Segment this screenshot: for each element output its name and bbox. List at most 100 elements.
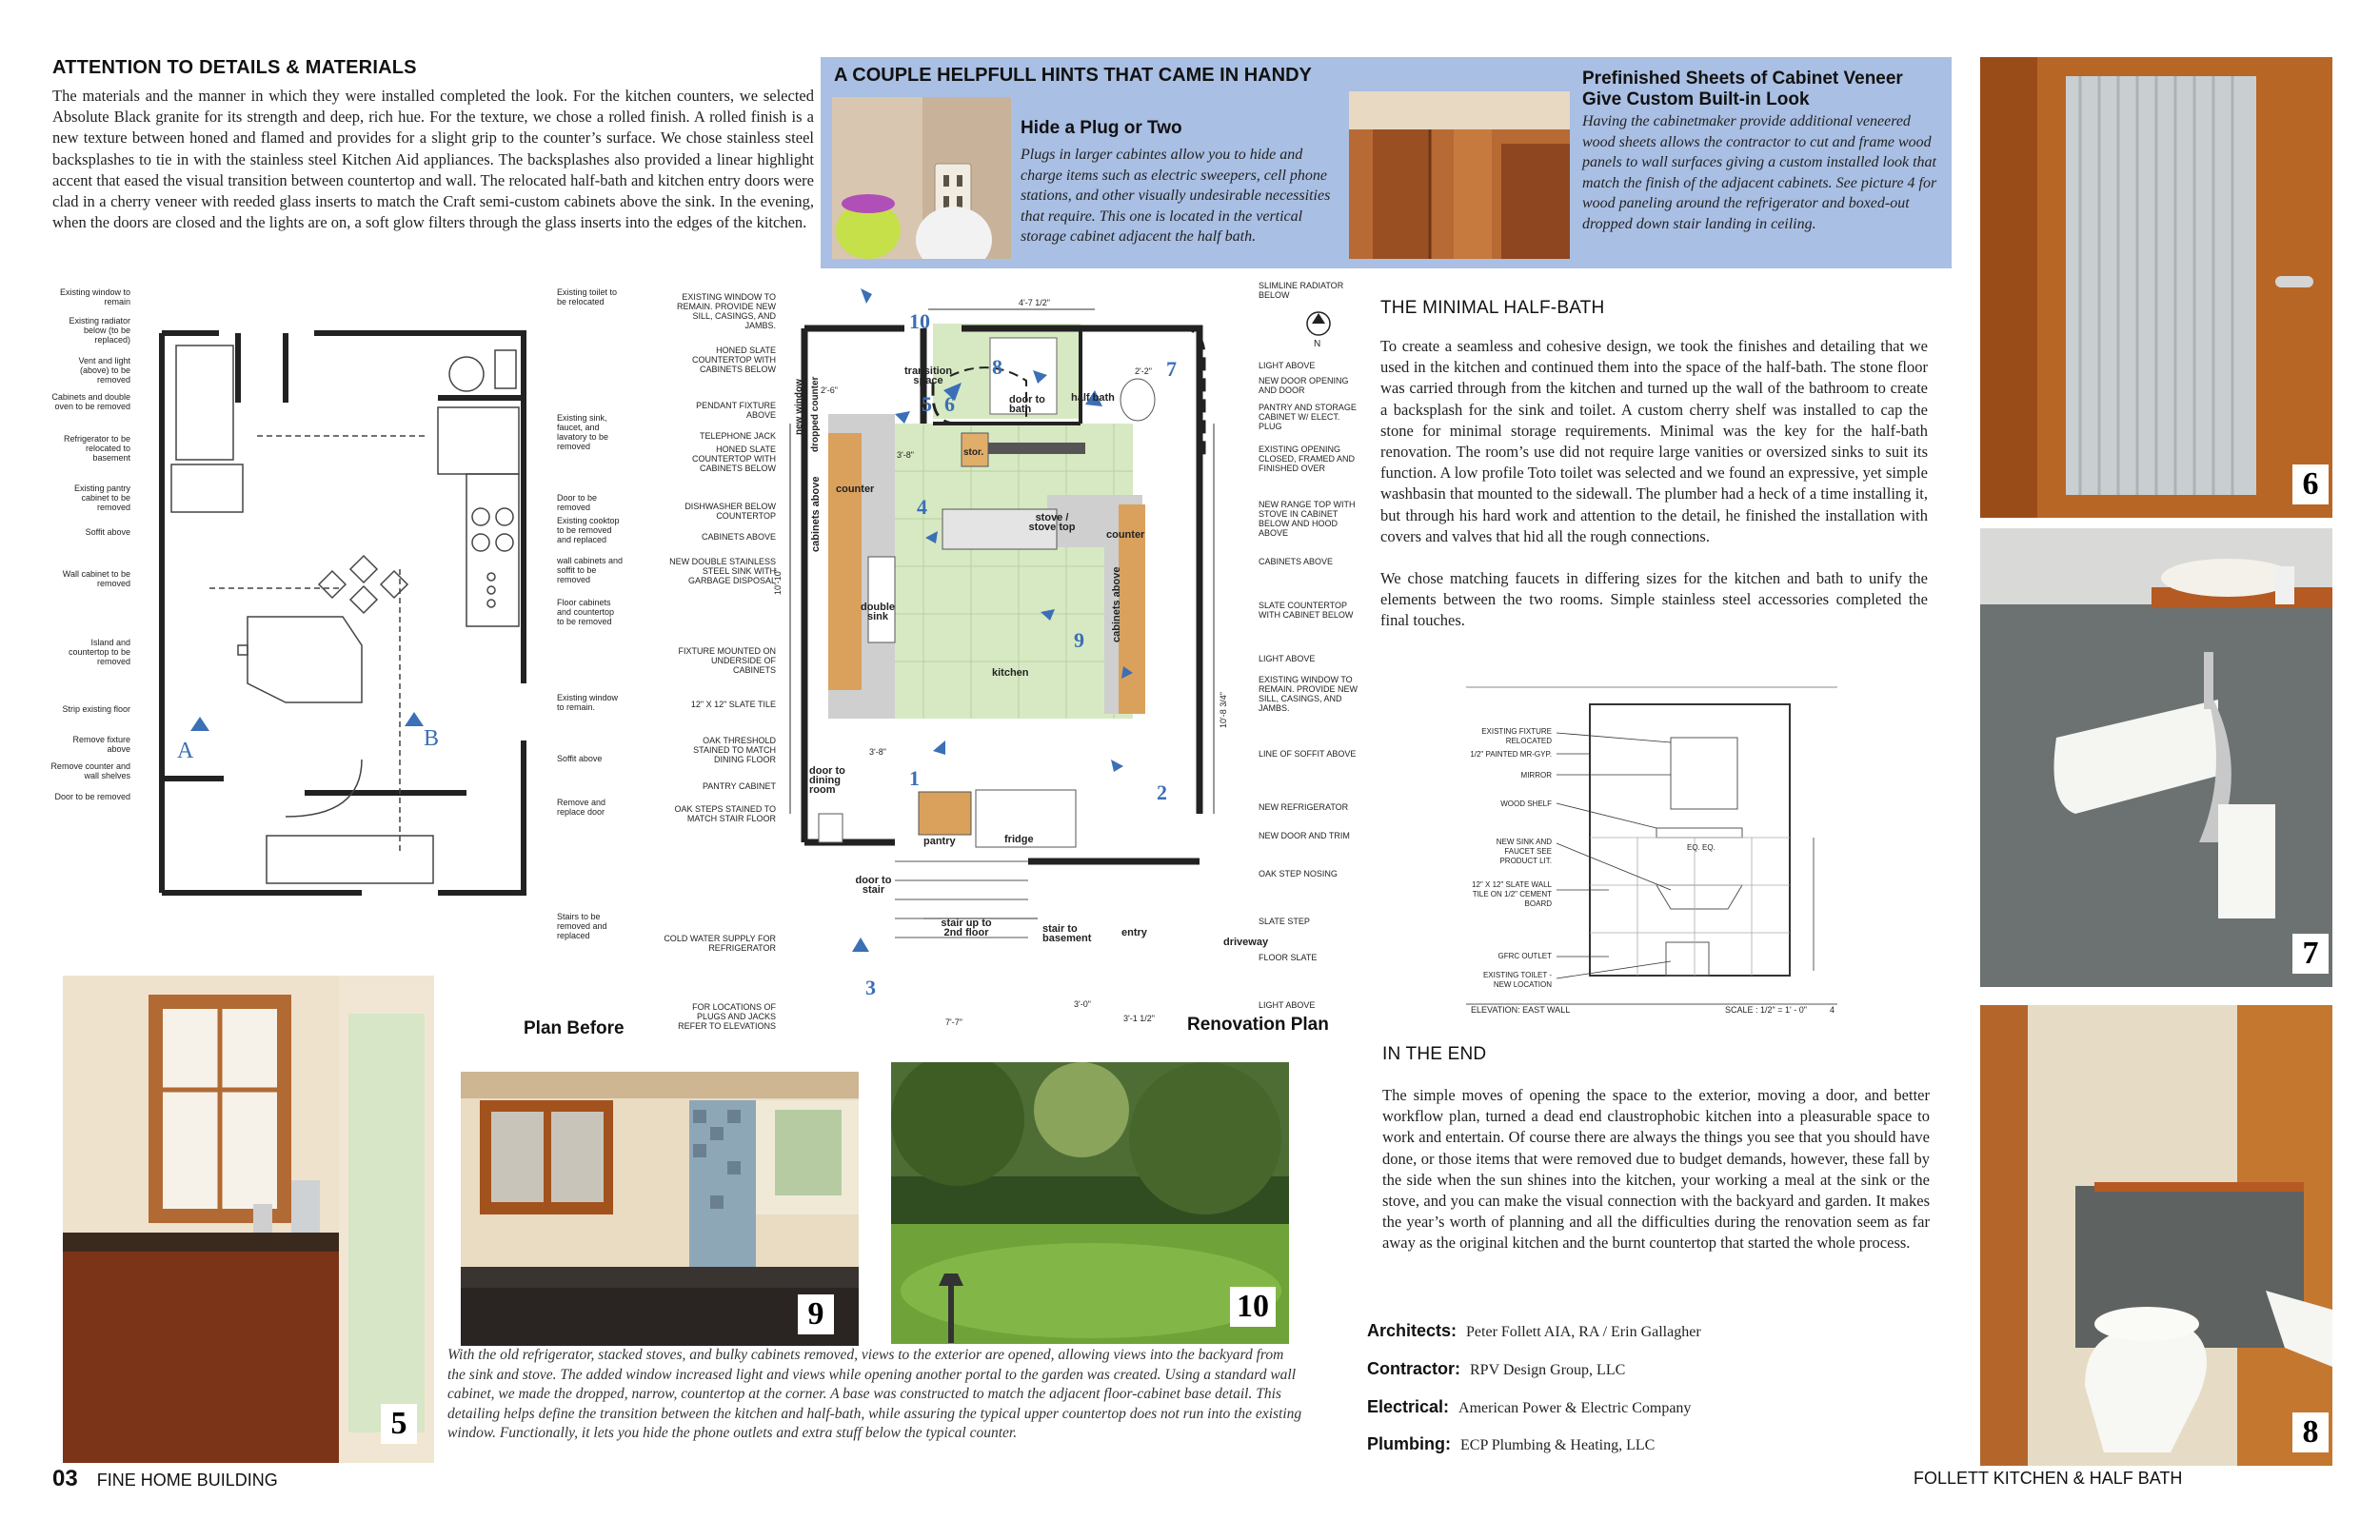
pb-right-8: Remove and replace door <box>557 798 606 817</box>
plan-before-marker-a: A <box>177 739 194 763</box>
room-pantry: pantry <box>923 836 956 847</box>
veneer-heading-1: Prefinished Sheets of Cabinet Veneer <box>1582 69 1903 89</box>
photo-6-number: 6 <box>2292 464 2329 504</box>
photo-6-image <box>1980 57 2332 518</box>
room-transition-space: transition space <box>904 365 953 386</box>
photo-5: 5 <box>63 976 434 1463</box>
view-number-4: 4 <box>917 495 927 519</box>
credit-value-electrical: American Power & Electric Company <box>1458 1400 1692 1416</box>
elev-eq: EQ. EQ. <box>1687 843 1716 852</box>
dim-0: 4'-7 1/2" <box>1019 298 1050 307</box>
plan-before-marker-b: B <box>424 726 440 751</box>
view-number-3: 3 <box>865 976 876 999</box>
elev-label-5: 12" X 12" SLATE WALL TILE ON 1/2" CEMENT… <box>1472 880 1552 908</box>
half-bath-heading: THE MINIMAL HALF-BATH <box>1380 298 1605 318</box>
photo-7-image <box>1980 528 2332 987</box>
view-number-1: 1 <box>909 766 920 790</box>
rp-right-0: SLIMLINE RADIATOR BELOW <box>1259 281 1344 300</box>
dim-9: 3'-0" <box>1074 999 1091 1009</box>
room-door-to-dining: door to dining room <box>809 765 845 796</box>
room-double-sink: double sink <box>860 602 896 622</box>
rp-right-6: CABINETS ABOVE <box>1259 557 1334 566</box>
elev-label-1: 1/2" PAINTED MR-GYP. <box>1470 750 1552 759</box>
room-counter-right: counter <box>1106 529 1145 541</box>
credit-label-contractor: Contractor: <box>1367 1359 1460 1378</box>
rp-left-8: FIXTURE MOUNTED ON UNDERSIDE OF CABINETS <box>678 646 777 675</box>
photo-8: 8 <box>1980 1005 2332 1466</box>
hints-title: A COUPLE HELPFULL HINTS THAT CAME IN HAN… <box>834 65 1312 86</box>
elev-label-7: EXISTING TOILET - NEW LOCATION <box>1482 971 1552 989</box>
footer-project: FOLLETT KITCHEN & HALF BATH <box>1914 1469 2183 1488</box>
elevation-drawing: EXISTING FIXTURE RELOCATED 1/2" PAINTED … <box>1466 685 1847 1015</box>
plan-before-title: Plan Before <box>524 1018 625 1038</box>
photo-10-image <box>891 1062 1289 1344</box>
photo-9-image <box>461 1072 859 1346</box>
dim-3: 3'-8" <box>869 747 886 757</box>
credit-electrical: Electrical: American Power & Electric Co… <box>1367 1397 1691 1417</box>
veneer-photo-image <box>1349 91 1570 259</box>
north-arrow-label: N <box>1314 339 1321 349</box>
view-number-2: 2 <box>1157 780 1167 804</box>
renovation-plan-drawing <box>789 288 1331 952</box>
credit-contractor: Contractor: RPV Design Group, LLC <box>1367 1359 1625 1379</box>
pb-left-11: Remove counter and wall shelves <box>50 761 130 780</box>
rp-right-15: FLOOR SLATE <box>1259 953 1318 962</box>
room-stove: stove / stove top <box>1028 512 1076 533</box>
pb-left-8: Island and countertop to be removed <box>68 638 130 666</box>
room-stair-basement: stair to basement <box>1042 923 1092 944</box>
rp-right-7: SLATE COUNTERTOP WITH CABINET BELOW <box>1259 601 1354 620</box>
pb-left-0: Existing window to remain <box>59 287 130 306</box>
plug-photo-image <box>832 97 1011 259</box>
in-the-end-body: The simple moves of opening the space to… <box>1382 1086 1930 1253</box>
credit-architects: Architects: Peter Follett AIA, RA / Erin… <box>1367 1321 1701 1341</box>
rp-right-14: SLATE STEP <box>1259 917 1310 926</box>
veneer-photo <box>1349 91 1570 259</box>
rp-left-12: OAK STEPS STAINED TO MATCH STAIR FLOOR <box>674 804 776 823</box>
room-dropped-counter: dropped counter <box>810 376 821 452</box>
view-number-6: 6 <box>944 392 955 416</box>
plug-text: Plugs in larger cabintes allow you to hi… <box>1021 147 1331 245</box>
dim-5: 10'-8 3/4" <box>1219 692 1228 728</box>
dim-8: 2'-6" <box>821 385 838 395</box>
photo-9: 9 <box>461 1072 859 1346</box>
view-number-8: 8 <box>992 355 1002 379</box>
dim-7: 3'-1 1/2" <box>1123 1014 1155 1023</box>
room-door-to-stair: door to stair <box>855 875 892 896</box>
plug-heading: Hide a Plug or Two <box>1021 118 1182 138</box>
pb-left-7: Wall cabinet to be removed <box>62 569 130 588</box>
view-number-7: 7 <box>1166 357 1177 381</box>
photo-9-number: 9 <box>798 1294 834 1334</box>
rp-right-3: PANTRY AND STORAGE CABINET W/ ELECT. PLU… <box>1259 403 1357 431</box>
caption-photos-9-10: With the old refrigerator, stacked stove… <box>447 1347 1302 1441</box>
photo-7-number: 7 <box>2292 934 2329 974</box>
elev-sheet: 4 <box>1830 1005 1835 1015</box>
pb-right-1: Existing sink, faucet, and lavatory to b… <box>557 413 609 451</box>
rp-right-8: LIGHT ABOVE <box>1259 654 1316 663</box>
veneer-heading-2: Give Custom Built-in Look <box>1582 89 1810 109</box>
photo-8-number: 8 <box>2292 1412 2329 1452</box>
credit-value-contractor: RPV Design Group, LLC <box>1470 1362 1626 1378</box>
dim-1: 2'-2" <box>1135 366 1152 376</box>
credit-label-electrical: Electrical: <box>1367 1397 1450 1416</box>
plan-before: A B Existing window to remain Existing r… <box>48 284 623 969</box>
hints-panel: A COUPLE HELPFULL HINTS THAT CAME IN HAN… <box>821 57 1952 268</box>
rp-right-1: LIGHT ABOVE <box>1259 361 1316 370</box>
rp-right-9: EXISTING WINDOW TO REMAIN. PROVIDE NEW S… <box>1259 675 1359 713</box>
room-cabinets-above-right: cabinets above <box>1111 566 1122 642</box>
elev-title: ELEVATION: EAST WALL <box>1471 1005 1571 1015</box>
room-fridge: fridge <box>1004 834 1034 845</box>
rp-right-2: NEW DOOR OPENING AND DOOR <box>1259 376 1349 395</box>
pb-left-10: Remove fixture above <box>72 735 130 754</box>
rp-left-2: PENDANT FIXTURE ABOVE <box>696 401 776 420</box>
rp-right-4: EXISTING OPENING CLOSED, FRAMED AND FINI… <box>1259 444 1356 473</box>
pb-right-5: Floor cabinets and countertop to be remo… <box>557 598 615 626</box>
rp-left-0: EXISTING WINDOW TO REMAIN. PROVIDE NEW S… <box>676 292 776 330</box>
room-stor: stor. <box>963 447 984 458</box>
rp-left-9: 12" X 12" SLATE TILE <box>690 700 776 709</box>
veneer-text: Having the cabinetmaker provide addition… <box>1582 113 1937 232</box>
pb-left-6: Soffit above <box>85 527 130 537</box>
attention-heading: ATTENTION TO DETAILS & MATERIALS <box>52 57 417 78</box>
pb-left-12: Door to be removed <box>54 792 130 801</box>
credit-value-plumbing: ECP Plumbing & Heating, LLC <box>1460 1437 1656 1453</box>
room-entry: entry <box>1121 927 1147 938</box>
